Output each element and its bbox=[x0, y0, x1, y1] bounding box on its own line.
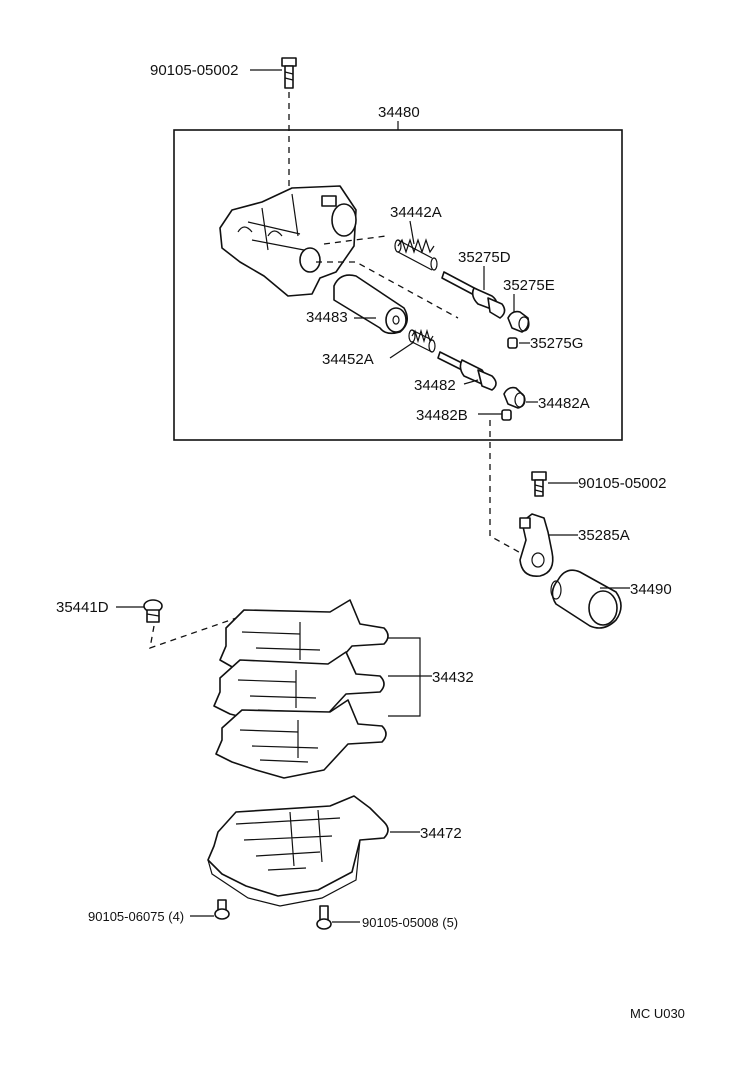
plug-35275e-icon bbox=[507, 310, 530, 333]
bolt-left-icon bbox=[143, 599, 163, 623]
bracket-35285a-icon bbox=[519, 513, 554, 577]
label-spring-a: 34442A bbox=[390, 204, 442, 221]
solenoid-34490-icon bbox=[550, 569, 622, 629]
plug-34482a-icon bbox=[503, 386, 526, 409]
assembly-box bbox=[173, 129, 623, 441]
label-solenoid: 34490 bbox=[630, 581, 672, 598]
spring-34442a-icon bbox=[394, 238, 438, 271]
plunger-34483-icon bbox=[333, 274, 408, 335]
label-plug-a: 34482A bbox=[538, 395, 590, 412]
label-bolt-mid: 90105-05002 bbox=[578, 475, 666, 492]
spring-34452a-icon bbox=[408, 328, 436, 353]
bolt-bottom-right-icon bbox=[316, 905, 332, 930]
retainer-34482b-icon bbox=[501, 409, 512, 421]
label-bolt-bl: 90105-06075 (4) bbox=[88, 909, 184, 924]
label-valve-d: 35275D bbox=[458, 249, 511, 266]
bolt-mid-icon bbox=[531, 471, 547, 497]
label-bracket: 35285A bbox=[578, 527, 630, 544]
label-bolt-left: 35441D bbox=[56, 599, 109, 616]
plate-34472-icon bbox=[207, 795, 389, 907]
label-plate: 34472 bbox=[420, 825, 462, 842]
label-valve-b: 34482 bbox=[414, 377, 456, 394]
bolt-top-icon bbox=[281, 57, 297, 89]
gasket-bottom-icon bbox=[215, 699, 387, 779]
label-plug-e: 35275E bbox=[503, 277, 555, 294]
valve-body-housing-icon bbox=[219, 185, 357, 297]
label-assembly: 34480 bbox=[378, 104, 420, 121]
valve-35275d-icon bbox=[441, 271, 506, 319]
retainer-35275g-icon bbox=[507, 337, 518, 349]
label-bolt-top: 90105-05002 bbox=[150, 62, 238, 79]
bolt-bottom-left-icon bbox=[214, 899, 230, 920]
diagram-code: MC U030 bbox=[630, 1006, 685, 1021]
label-spring-b: 34452A bbox=[322, 351, 374, 368]
valve-34482-icon bbox=[437, 351, 497, 391]
label-plunger: 34483 bbox=[306, 309, 348, 326]
label-retainer-g: 35275G bbox=[530, 335, 583, 352]
label-gaskets: 34432 bbox=[432, 669, 474, 686]
label-bolt-br: 90105-05008 (5) bbox=[362, 915, 458, 930]
label-retainer-b: 34482B bbox=[416, 407, 468, 424]
